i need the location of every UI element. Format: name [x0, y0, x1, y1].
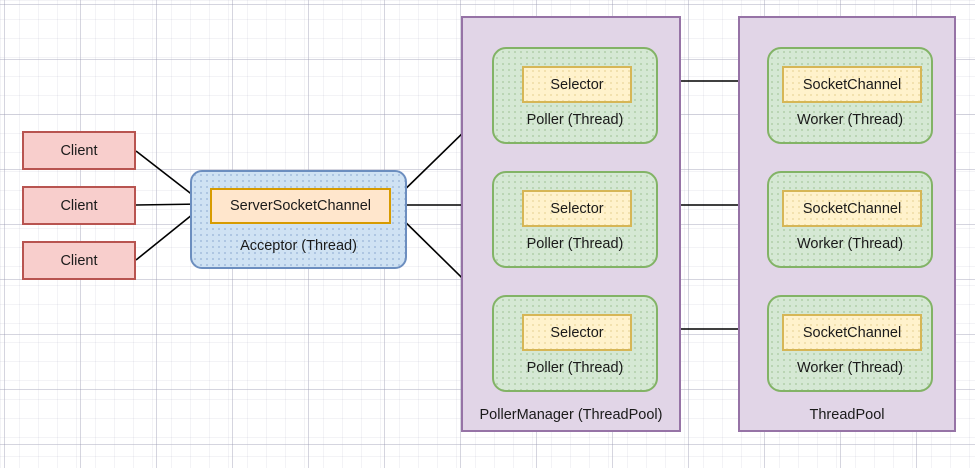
selector-label: Selector: [550, 76, 604, 93]
client-label: Client: [60, 197, 98, 214]
poller-thread-2[interactable]: Selector Poller (Thread): [492, 171, 658, 268]
threadpool-container[interactable]: SocketChannel Worker (Thread) SocketChan…: [738, 16, 956, 432]
worker-caption-2: Worker (Thread): [796, 236, 904, 252]
socketchannel-box-1[interactable]: SocketChannel: [782, 66, 922, 103]
threadpool-caption: ThreadPool: [809, 407, 885, 423]
serversocketchannel-label: ServerSocketChannel: [229, 198, 372, 214]
selector-box-1[interactable]: Selector: [522, 66, 632, 103]
selector-box-2[interactable]: Selector: [522, 190, 632, 227]
poller-thread-1[interactable]: Selector Poller (Thread): [492, 47, 658, 144]
worker-thread-3[interactable]: SocketChannel Worker (Thread): [767, 295, 933, 392]
client-box-2[interactable]: Client: [22, 186, 136, 225]
serversocketchannel-box[interactable]: ServerSocketChannel: [210, 188, 391, 224]
worker-caption-1: Worker (Thread): [796, 112, 904, 128]
socketchannel-box-2[interactable]: SocketChannel: [782, 190, 922, 227]
poller-thread-3[interactable]: Selector Poller (Thread): [492, 295, 658, 392]
acceptor-container[interactable]: ServerSocketChannel Acceptor (Thread): [190, 170, 407, 269]
acceptor-caption: Acceptor (Thread): [240, 238, 357, 254]
poller-caption-2: Poller (Thread): [526, 236, 624, 252]
worker-thread-2[interactable]: SocketChannel Worker (Thread): [767, 171, 933, 268]
socketchannel-label: SocketChannel: [802, 200, 902, 217]
socketchannel-label: SocketChannel: [802, 76, 902, 93]
worker-thread-1[interactable]: SocketChannel Worker (Thread): [767, 47, 933, 144]
pollermanager-caption: PollerManager (ThreadPool): [479, 407, 663, 423]
client-label: Client: [60, 142, 98, 159]
socketchannel-label: SocketChannel: [802, 324, 902, 341]
selector-label: Selector: [550, 200, 604, 217]
pollermanager-container[interactable]: Selector Poller (Thread) Selector Poller…: [461, 16, 681, 432]
selector-box-3[interactable]: Selector: [522, 314, 632, 351]
worker-caption-3: Worker (Thread): [796, 360, 904, 376]
client-box-1[interactable]: Client: [22, 131, 136, 170]
socketchannel-box-3[interactable]: SocketChannel: [782, 314, 922, 351]
client-label: Client: [60, 252, 98, 269]
selector-label: Selector: [550, 324, 604, 341]
client-box-3[interactable]: Client: [22, 241, 136, 280]
poller-caption-1: Poller (Thread): [526, 112, 624, 128]
poller-caption-3: Poller (Thread): [526, 360, 624, 376]
